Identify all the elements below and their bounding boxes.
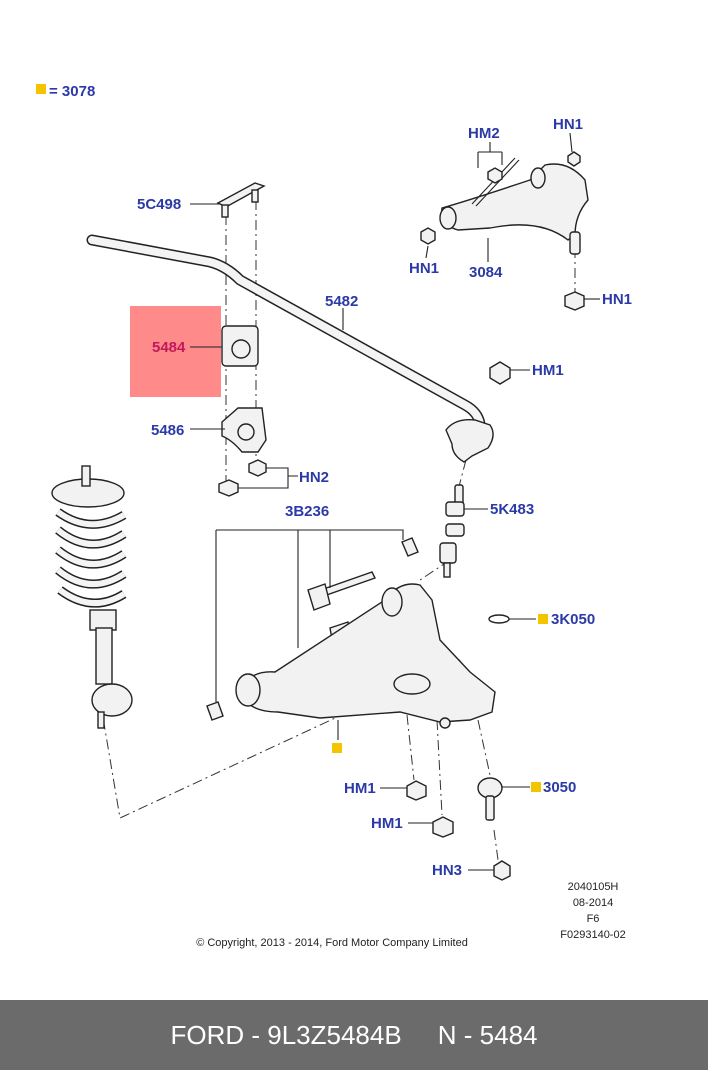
marker-lower-arm	[332, 743, 342, 753]
label-hn1-right: HN1	[602, 291, 632, 308]
part-number-footer: FORD - 9L3Z5484B N - 5484	[0, 1000, 708, 1070]
legend-marker	[36, 84, 46, 94]
marker-3k050	[538, 614, 548, 624]
nuts-hn2	[218, 459, 267, 497]
highlight-box-5484	[130, 306, 221, 397]
label-3050: 3050	[543, 779, 576, 796]
bracket-5c498	[216, 182, 266, 218]
meta-ref: F0293140-02	[560, 929, 625, 941]
copyright: © Copyright, 2013 - 2014, Ford Motor Com…	[196, 937, 468, 949]
bushing-5484	[221, 325, 259, 367]
label-5k483: 5K483	[490, 501, 534, 518]
label-hn1-top: HN1	[553, 116, 583, 133]
upper-arm-3084	[420, 151, 589, 311]
label-hm1-link: HM1	[532, 362, 564, 379]
label-5c498: 5C498	[137, 196, 181, 213]
stabilizer-link	[439, 484, 465, 578]
label-5484: 5484	[152, 339, 186, 356]
label-hm1-a: HM1	[344, 780, 376, 797]
marker-3050	[531, 782, 541, 792]
meta-code: 2040105H	[568, 881, 619, 893]
label-hn2: HN2	[299, 469, 329, 486]
label-hm2: HM2	[468, 125, 500, 142]
stabilizer-bar	[86, 234, 494, 463]
legend-text: = 3078	[49, 83, 95, 100]
label-hn1-left: HN1	[409, 260, 439, 277]
meta-date: 08-2014	[573, 897, 613, 909]
label-3084: 3084	[469, 264, 503, 281]
nut-hm1-link	[489, 361, 511, 385]
leader-lines	[190, 132, 600, 871]
label-hm1-b: HM1	[371, 815, 403, 832]
label-hn3: HN3	[432, 862, 462, 879]
label-3b236: 3B236	[285, 503, 329, 520]
exploded-suspension-diagram: = 3078	[36, 83, 632, 949]
lower-control-arm	[235, 583, 496, 729]
label-5482: 5482	[325, 293, 358, 310]
coil-spring-strut	[51, 465, 133, 729]
label-5486: 5486	[151, 422, 184, 439]
label-3k050: 3K050	[551, 611, 595, 628]
lower-hardware	[406, 614, 511, 881]
ring-3k050	[488, 614, 510, 624]
meta-sheet: F6	[587, 913, 600, 925]
bracket-5486	[221, 407, 267, 453]
